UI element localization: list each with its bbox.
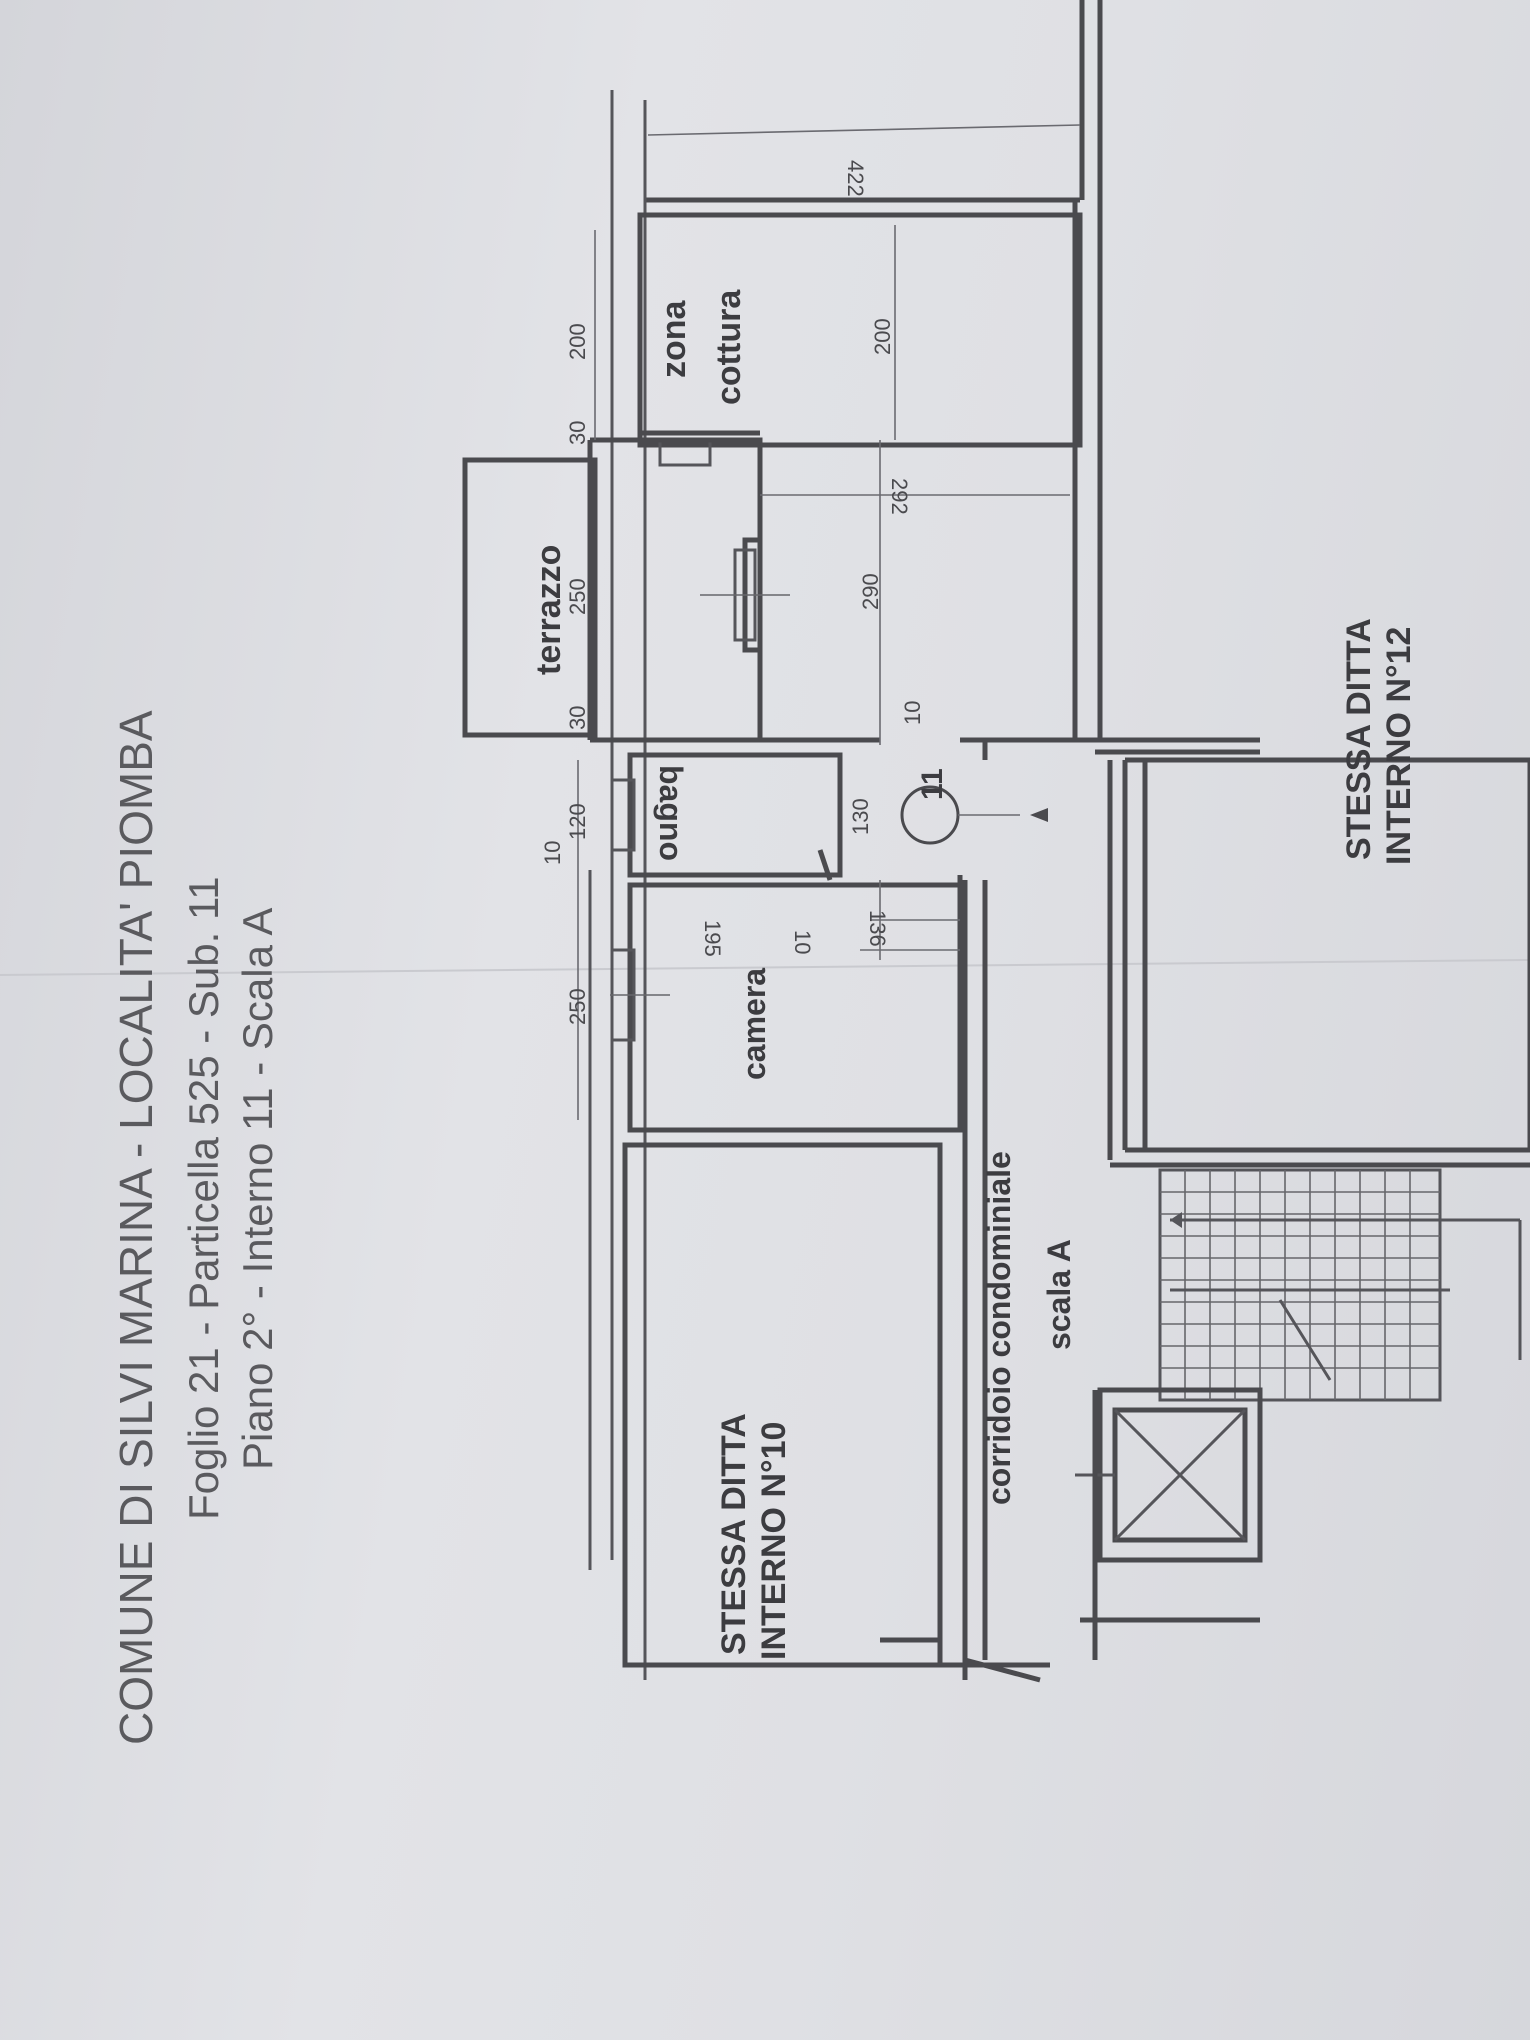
camera-room xyxy=(627,882,963,1133)
zona-cottura-room xyxy=(637,212,1083,448)
staircase xyxy=(1158,1168,1522,1402)
common-areas xyxy=(622,737,1530,1683)
label-scala-a: scala A xyxy=(1041,1239,1077,1350)
label-interno-10-a: STESSA DITTA xyxy=(715,1413,753,1655)
bagno-room xyxy=(627,752,843,878)
label-interno-12-a: STESSA DITTA xyxy=(1340,618,1378,860)
dim-195: 195 xyxy=(700,920,725,957)
dim-250-terrazzo: 250 xyxy=(565,578,590,615)
title-line-1: COMUNE DI SILVI MARINA - LOCALITA' PIOMB… xyxy=(110,710,162,1745)
label-interno-10-b: INTERNO N°10 xyxy=(755,1422,793,1660)
dim-10-left: 10 xyxy=(540,841,565,865)
elevator xyxy=(1075,1387,1263,1660)
label-corridoio: corridoio condominiale xyxy=(981,1151,1017,1505)
label-bagno: bagno xyxy=(653,765,689,861)
unit-number: 11 xyxy=(916,768,949,800)
dim-30-bottom: 30 xyxy=(565,706,590,730)
dim-292: 292 xyxy=(887,478,912,515)
label-zona: zona xyxy=(655,299,693,378)
dim-200-top: 200 xyxy=(565,323,590,360)
title-line-3: Piano 2° - Interno 11 - Scala A xyxy=(234,908,281,1470)
title-line-2: Foglio 21 - Particella 525 - Sub. 11 xyxy=(180,876,227,1520)
dim-136: 136 xyxy=(865,910,890,947)
interno-12-area xyxy=(1142,757,1530,1153)
dim-10-camera: 10 xyxy=(790,930,815,954)
label-camera: camera xyxy=(736,968,772,1080)
dim-290: 290 xyxy=(858,573,883,610)
paper-fold xyxy=(0,959,1530,976)
interno-10-area xyxy=(622,1142,943,1668)
dim-130: 130 xyxy=(848,798,873,835)
dim-422: 422 xyxy=(843,160,868,197)
dim-10-right: 10 xyxy=(900,701,925,725)
apartment-11 xyxy=(462,90,1083,1680)
dimension-lines xyxy=(577,124,1081,1120)
dim-250-camera: 250 xyxy=(565,988,590,1025)
title-block: COMUNE DI SILVI MARINA - LOCALITA' PIOMB… xyxy=(110,710,281,1745)
label-interno-12-b: INTERNO N°12 xyxy=(1380,627,1418,865)
dim-200-inner: 200 xyxy=(870,318,895,355)
entrance-arrow xyxy=(1030,808,1048,822)
dim-120: 120 xyxy=(565,803,590,840)
label-terrazzo: terrazzo xyxy=(530,545,568,675)
label-cottura: cottura xyxy=(710,289,748,405)
terrazzo-room xyxy=(462,457,598,738)
dim-30-top: 30 xyxy=(565,421,590,445)
